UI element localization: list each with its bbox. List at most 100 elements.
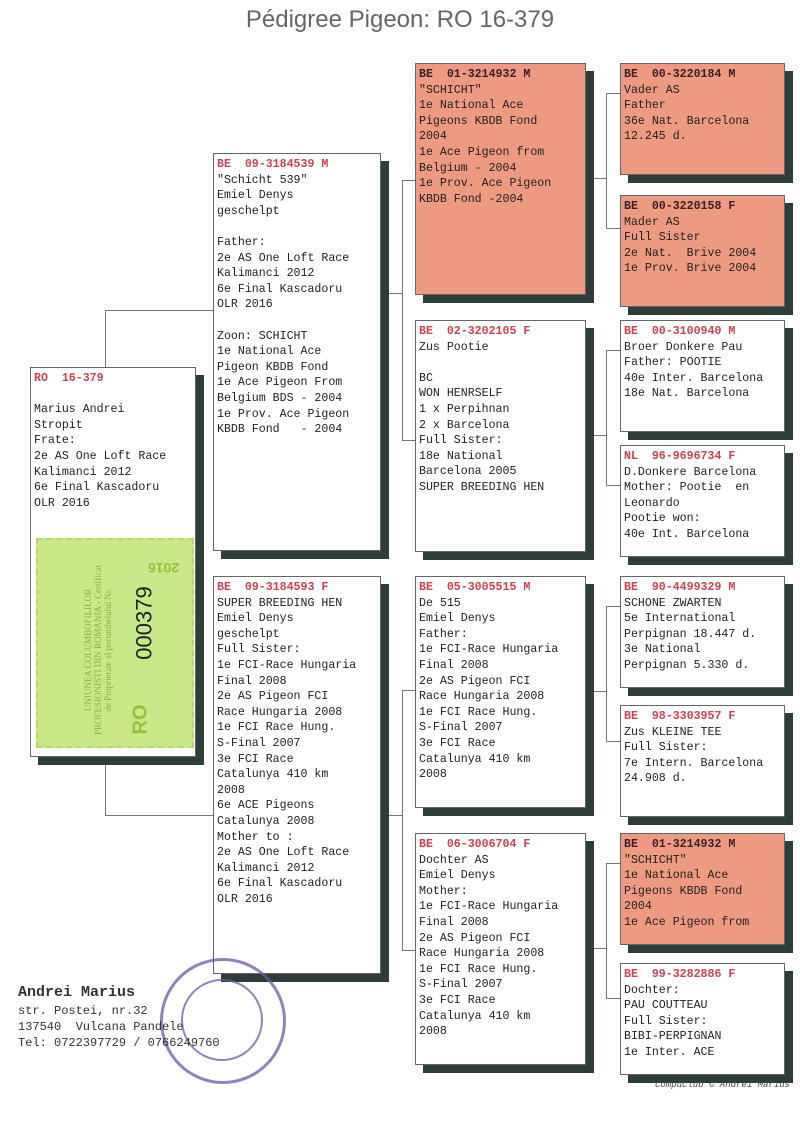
pedigree-line: Full Sister (624, 231, 701, 245)
certificate-number: 000379 (131, 586, 157, 660)
pedigree-line: Race Hungaria 2008 (419, 690, 545, 704)
pedigree-line: 40e Int. Barcelona (624, 527, 750, 541)
pedigree-line: Full Sister: (217, 643, 301, 657)
pedigree-line: Final 2008 (217, 674, 287, 688)
pedigree-line: S-Final 2007 (419, 721, 503, 735)
pedigree-line: Emiel Denys (419, 869, 496, 883)
pedigree-line: Catalunya 2008 (217, 814, 315, 828)
pedigree-line: 1e National Ace (217, 345, 322, 359)
pedigree-line: Pootie won: (624, 512, 701, 526)
pedigree-line: SUPER BREEDING HEN (419, 480, 545, 494)
pedigree-line (217, 313, 377, 329)
pedigree-line: 1e Prov. Ace Pigeon (419, 177, 552, 191)
connector (402, 690, 415, 691)
connector (606, 485, 620, 486)
pedigree-line: Belgium BDS - 2004 (217, 391, 343, 405)
pedigree-line: Leonardo (624, 496, 680, 510)
pedigree-line: Father: POOTIE (624, 356, 722, 370)
connector (402, 180, 415, 181)
pedigree-line: 12.245 d. (624, 130, 687, 144)
pedigree-line: De 515 (419, 596, 461, 610)
pedigree-line: 1e FCI-Race Hungaria (419, 643, 559, 657)
connector (606, 93, 620, 94)
pedigree-line: Belgium - 2004 (419, 161, 517, 175)
pedigree-line: Pigeons KBDB Fond (419, 114, 538, 128)
pedigree-line: geschelpt (217, 204, 280, 218)
pedigree-line: 2e AS Pigeon FCI (217, 690, 329, 704)
pedigree-line: 2 x Barcelona (419, 418, 510, 432)
page-title: Pédigree Pigeon: RO 16-379 (245, 6, 555, 33)
pedigree-line: 1e FCI-Race Hungaria (217, 658, 357, 672)
pedigree-line: 2004 (419, 130, 447, 144)
ring-number: BE 09-3184539 M (217, 158, 329, 171)
connector (606, 998, 620, 999)
pedigree-line: Final 2008 (419, 658, 489, 672)
pedigree-line: SCHONE ZWARTEN (624, 596, 722, 610)
connector (606, 606, 607, 741)
pedigree-line: Full Sister: (624, 741, 708, 755)
pedigree-line: OLR 2016 (34, 496, 90, 510)
pedigree-line: Stropit (34, 418, 83, 432)
connector (105, 310, 106, 367)
pedigree-line: Catalunya 410 km (419, 752, 531, 766)
pedigree-line (34, 387, 192, 403)
pedigree-line: Barcelona 2005 (419, 465, 517, 479)
pedigree-line: 36e Nat. Barcelona (624, 114, 750, 128)
pedigree-line: 1e National Ace (419, 99, 524, 113)
owner-address2: 137540 Vulcana Pandele (18, 1020, 184, 1034)
pedigree-line: Zus Pootie (419, 340, 489, 354)
pedigree-line: 2e AS One Loft Race (34, 449, 167, 463)
certificate-year: 2016 (148, 560, 180, 576)
pedigree-line: 18e National (419, 449, 503, 463)
pedigree-line: Race Hungaria 2008 (419, 947, 545, 961)
pedigree-line: 1e Inter. ACE (624, 1045, 715, 1059)
ring-number: RO 16-379 (34, 372, 104, 385)
pedigree-line: "SCHICHT" (419, 83, 482, 97)
pedigree-line: BIBI-PERPIGNAN (624, 1030, 722, 1044)
pedigree-line: Full Sister: (419, 434, 503, 448)
connector (105, 815, 213, 816)
pedigree-line: 6e ACE Pigeons (217, 799, 315, 813)
pedigree-line: 2e AS Pigeon FCI (419, 931, 531, 945)
pedigree-line (217, 219, 377, 235)
pedigree-line: 1e FCI Race Hung. (217, 721, 336, 735)
connector (594, 178, 606, 179)
ring-number: BE 99-3282886 F (624, 968, 736, 981)
pedigree-line: Dochter AS (419, 853, 489, 867)
pedigree-line: Perpignan 18.447 d. (624, 627, 757, 641)
pedigree-line: 1e FCI-Race Hungaria (419, 900, 559, 914)
pedigree-line: 2008 (419, 1025, 447, 1039)
connector (105, 310, 213, 311)
software-credit: Compuclub © Andrei Marius (655, 1080, 791, 1090)
pedigree-line: 1e Prov. Brive 2004 (624, 262, 757, 276)
pedigree-line: 3e National (624, 643, 701, 657)
owner-address1: str. Postei, nr.32 (18, 1004, 148, 1018)
ring-number: BE 00-3220184 M (624, 68, 736, 81)
ring-number: NL 96-9696734 F (624, 450, 736, 463)
pedigree-line: WON HENRSELF (419, 387, 503, 401)
pedigree-line: 1e Ace Pigeon from (624, 915, 750, 929)
owner-phone: Tel: 0722397729 / 0766249760 (18, 1036, 220, 1050)
pedigree-line: 1e Prov. Ace Pigeon (217, 407, 350, 421)
pedigree-line: 7e Intern. Barcelona (624, 756, 764, 770)
pedigree-line: Marius Andrei (34, 403, 125, 417)
pedigree-line: Zoon: SCHICHT (217, 329, 308, 343)
pedigree-line: Mother: (419, 884, 468, 898)
ring-number: BE 01-3214932 M (419, 68, 531, 81)
connector (402, 440, 415, 441)
pedigree-line: OLR 2016 (217, 892, 273, 906)
pedigree-line: "SCHICHT" (624, 853, 687, 867)
pedigree-line: S-Final 2007 (217, 736, 301, 750)
pedigree-line: Final 2008 (419, 915, 489, 929)
pedigree-line: Emiel Denys (217, 189, 294, 203)
ring-number: BE 06-3006704 F (419, 838, 531, 851)
ring-number: BE 98-3303957 F (624, 710, 736, 723)
pedigree-line: 3e FCI Race (217, 752, 294, 766)
